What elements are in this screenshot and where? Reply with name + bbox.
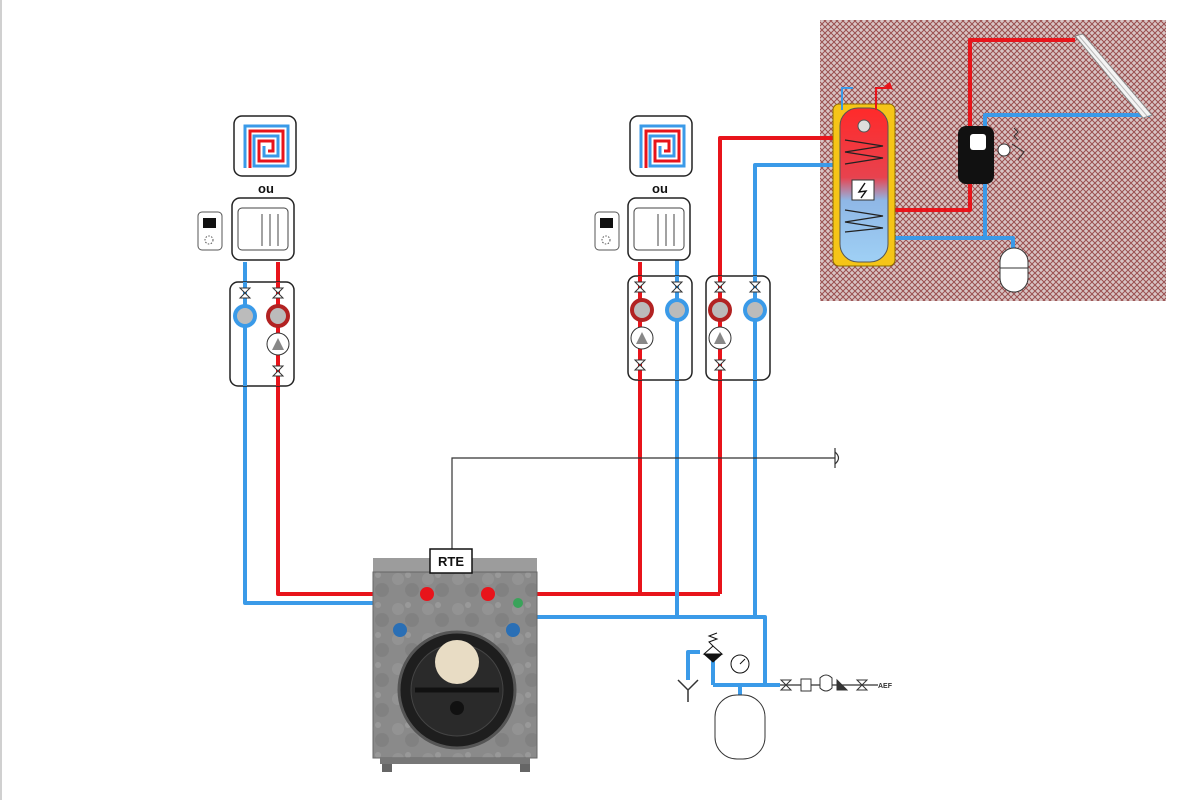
boiler-regulator-label: RTE [438,554,464,569]
circulator-pump-icon [266,332,290,356]
safety-group [677,632,766,760]
isolation-valve-icon [238,287,285,377]
thermometer-gauge-icon [233,304,290,328]
drain-pipe [686,650,700,680]
drain-funnel-icon [677,679,699,702]
left-underfloor [233,115,297,177]
radiator-icon [633,207,685,251]
fill-line: AEF [779,674,893,692]
circulator-pump-icon [630,326,654,350]
solar-storage-tank [832,82,896,267]
alt-label-left: ou [258,181,274,196]
solar-hot-pipe [893,38,1075,212]
thermometer-gauge-icon [708,298,767,322]
solar-collector-icon [1074,33,1153,119]
room-thermostat-icon [203,218,216,228]
left-hot-supply-pipe [276,262,420,596]
left-pump-module [229,281,295,387]
mid-underfloor [629,115,693,177]
mid-pump-module [627,275,693,381]
expansion-vessel-icon [714,694,766,760]
underfloor-heating-coil-icon [639,124,686,168]
alt-label-right: ou [652,181,668,196]
control-wires [451,448,840,550]
tank-pump-module [705,275,771,381]
thermometer-gauge-icon [630,298,689,322]
isolation-valve-icon [713,281,762,371]
mid-thermostat [594,211,620,251]
solar-pump-station [958,126,1025,184]
pressure-gauge-icon [730,654,750,674]
boiler-regulator: RTE [429,548,473,574]
boiler [372,558,538,772]
tank-hot-pipe [718,136,838,594]
radiator-icon [237,207,289,251]
underfloor-heating-coil-icon [243,124,290,168]
water-inlet-label: AEF [878,683,893,690]
left-radiator [231,197,295,261]
isolation-valve-icon [633,281,684,371]
tank-cold-pipe [753,163,838,617]
mid-radiator [627,197,691,261]
circulator-pump-icon [708,326,732,350]
left-thermostat [197,211,223,251]
expansion-vessel-icon [999,247,1029,293]
room-thermostat-icon [600,218,613,228]
